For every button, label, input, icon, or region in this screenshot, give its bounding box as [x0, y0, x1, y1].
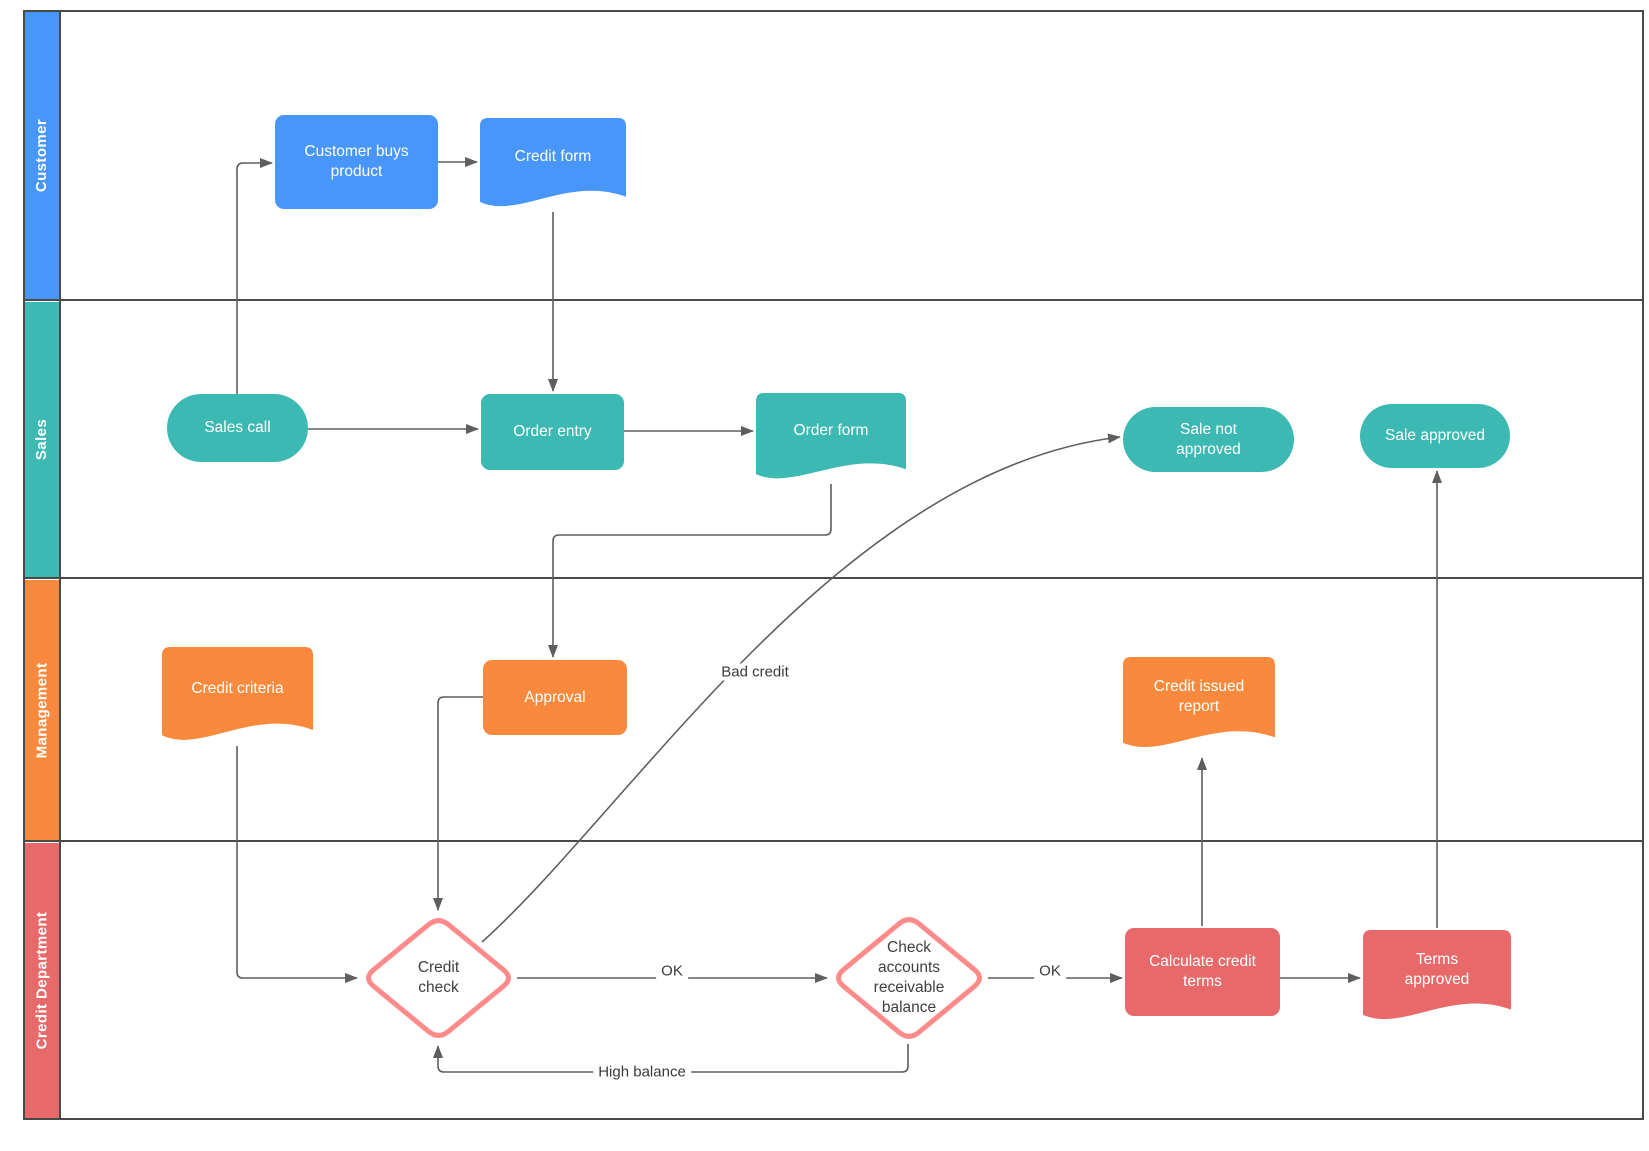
lane-label-sales: Sales	[33, 418, 51, 461]
node-sale-approved: Sale approved	[1360, 404, 1510, 468]
node-label: Credit issued report	[1153, 678, 1245, 715]
node-credit-criteria: Credit criteria	[162, 647, 313, 746]
node-label: Order form	[793, 421, 869, 439]
node-order-form: Order form	[756, 393, 906, 484]
node-calculate-credit-terms: Calculate credit terms	[1125, 928, 1280, 1016]
node-label: Customer buys product	[304, 143, 409, 180]
node-check-accounts-receivable-balance: Check accounts receivable balance	[830, 912, 988, 1044]
edge-label-high-balance: High balance	[593, 1063, 691, 1081]
node-customer-buys-product: Customer buys product	[275, 115, 438, 209]
node-credit-form: Credit form	[480, 118, 626, 212]
edge-order-form-to-approval	[548, 484, 832, 658]
node-order-entry: Order entry	[481, 394, 624, 470]
node-sale-not-approved: Sale not approved	[1123, 407, 1294, 472]
node-label: Order entry	[513, 423, 592, 441]
node-sales-call: Sales call	[167, 394, 308, 462]
lane-header-management: Management	[25, 580, 59, 840]
node-terms-approved: Terms approved	[1363, 930, 1511, 1025]
edge-label-bad-credit: Bad credit	[716, 663, 794, 681]
edge-label-ok-credit-check: OK	[656, 962, 688, 980]
node-label: Credit form	[514, 148, 592, 166]
lane-header-sales: Sales	[25, 302, 59, 577]
node-approval: Approval	[483, 660, 627, 735]
node-label: Sales call	[204, 419, 271, 437]
node-label: Terms approved	[1404, 950, 1470, 988]
node-credit-issued-report: Credit issued report	[1123, 657, 1275, 753]
lane-label-customer: Customer	[33, 118, 51, 193]
edge-credit-criteria-to-credit-check	[236, 746, 358, 983]
node-label: Sale not approved	[1176, 420, 1241, 458]
node-label: Calculate credit terms	[1149, 953, 1256, 990]
edge-label-ok-balance: OK	[1034, 962, 1066, 980]
lane-label-management: Management	[33, 662, 51, 758]
node-label: Credit criteria	[191, 679, 284, 697]
node-credit-check: Credit check	[360, 913, 517, 1043]
edge-approval-to-credit-check	[433, 696, 483, 911]
lane-header-customer: Customer	[25, 12, 59, 299]
lane-header-credit-department: Credit Department	[25, 843, 59, 1118]
edge-sales-call-to-customer-buys-product	[236, 158, 273, 394]
node-label: Sale approved	[1385, 427, 1485, 445]
lane-label-credit-department: Credit Department	[33, 911, 51, 1050]
node-label: Credit check	[417, 959, 460, 996]
node-label: Approval	[524, 688, 586, 706]
node-label: Check accounts receivable balance	[873, 939, 945, 1016]
